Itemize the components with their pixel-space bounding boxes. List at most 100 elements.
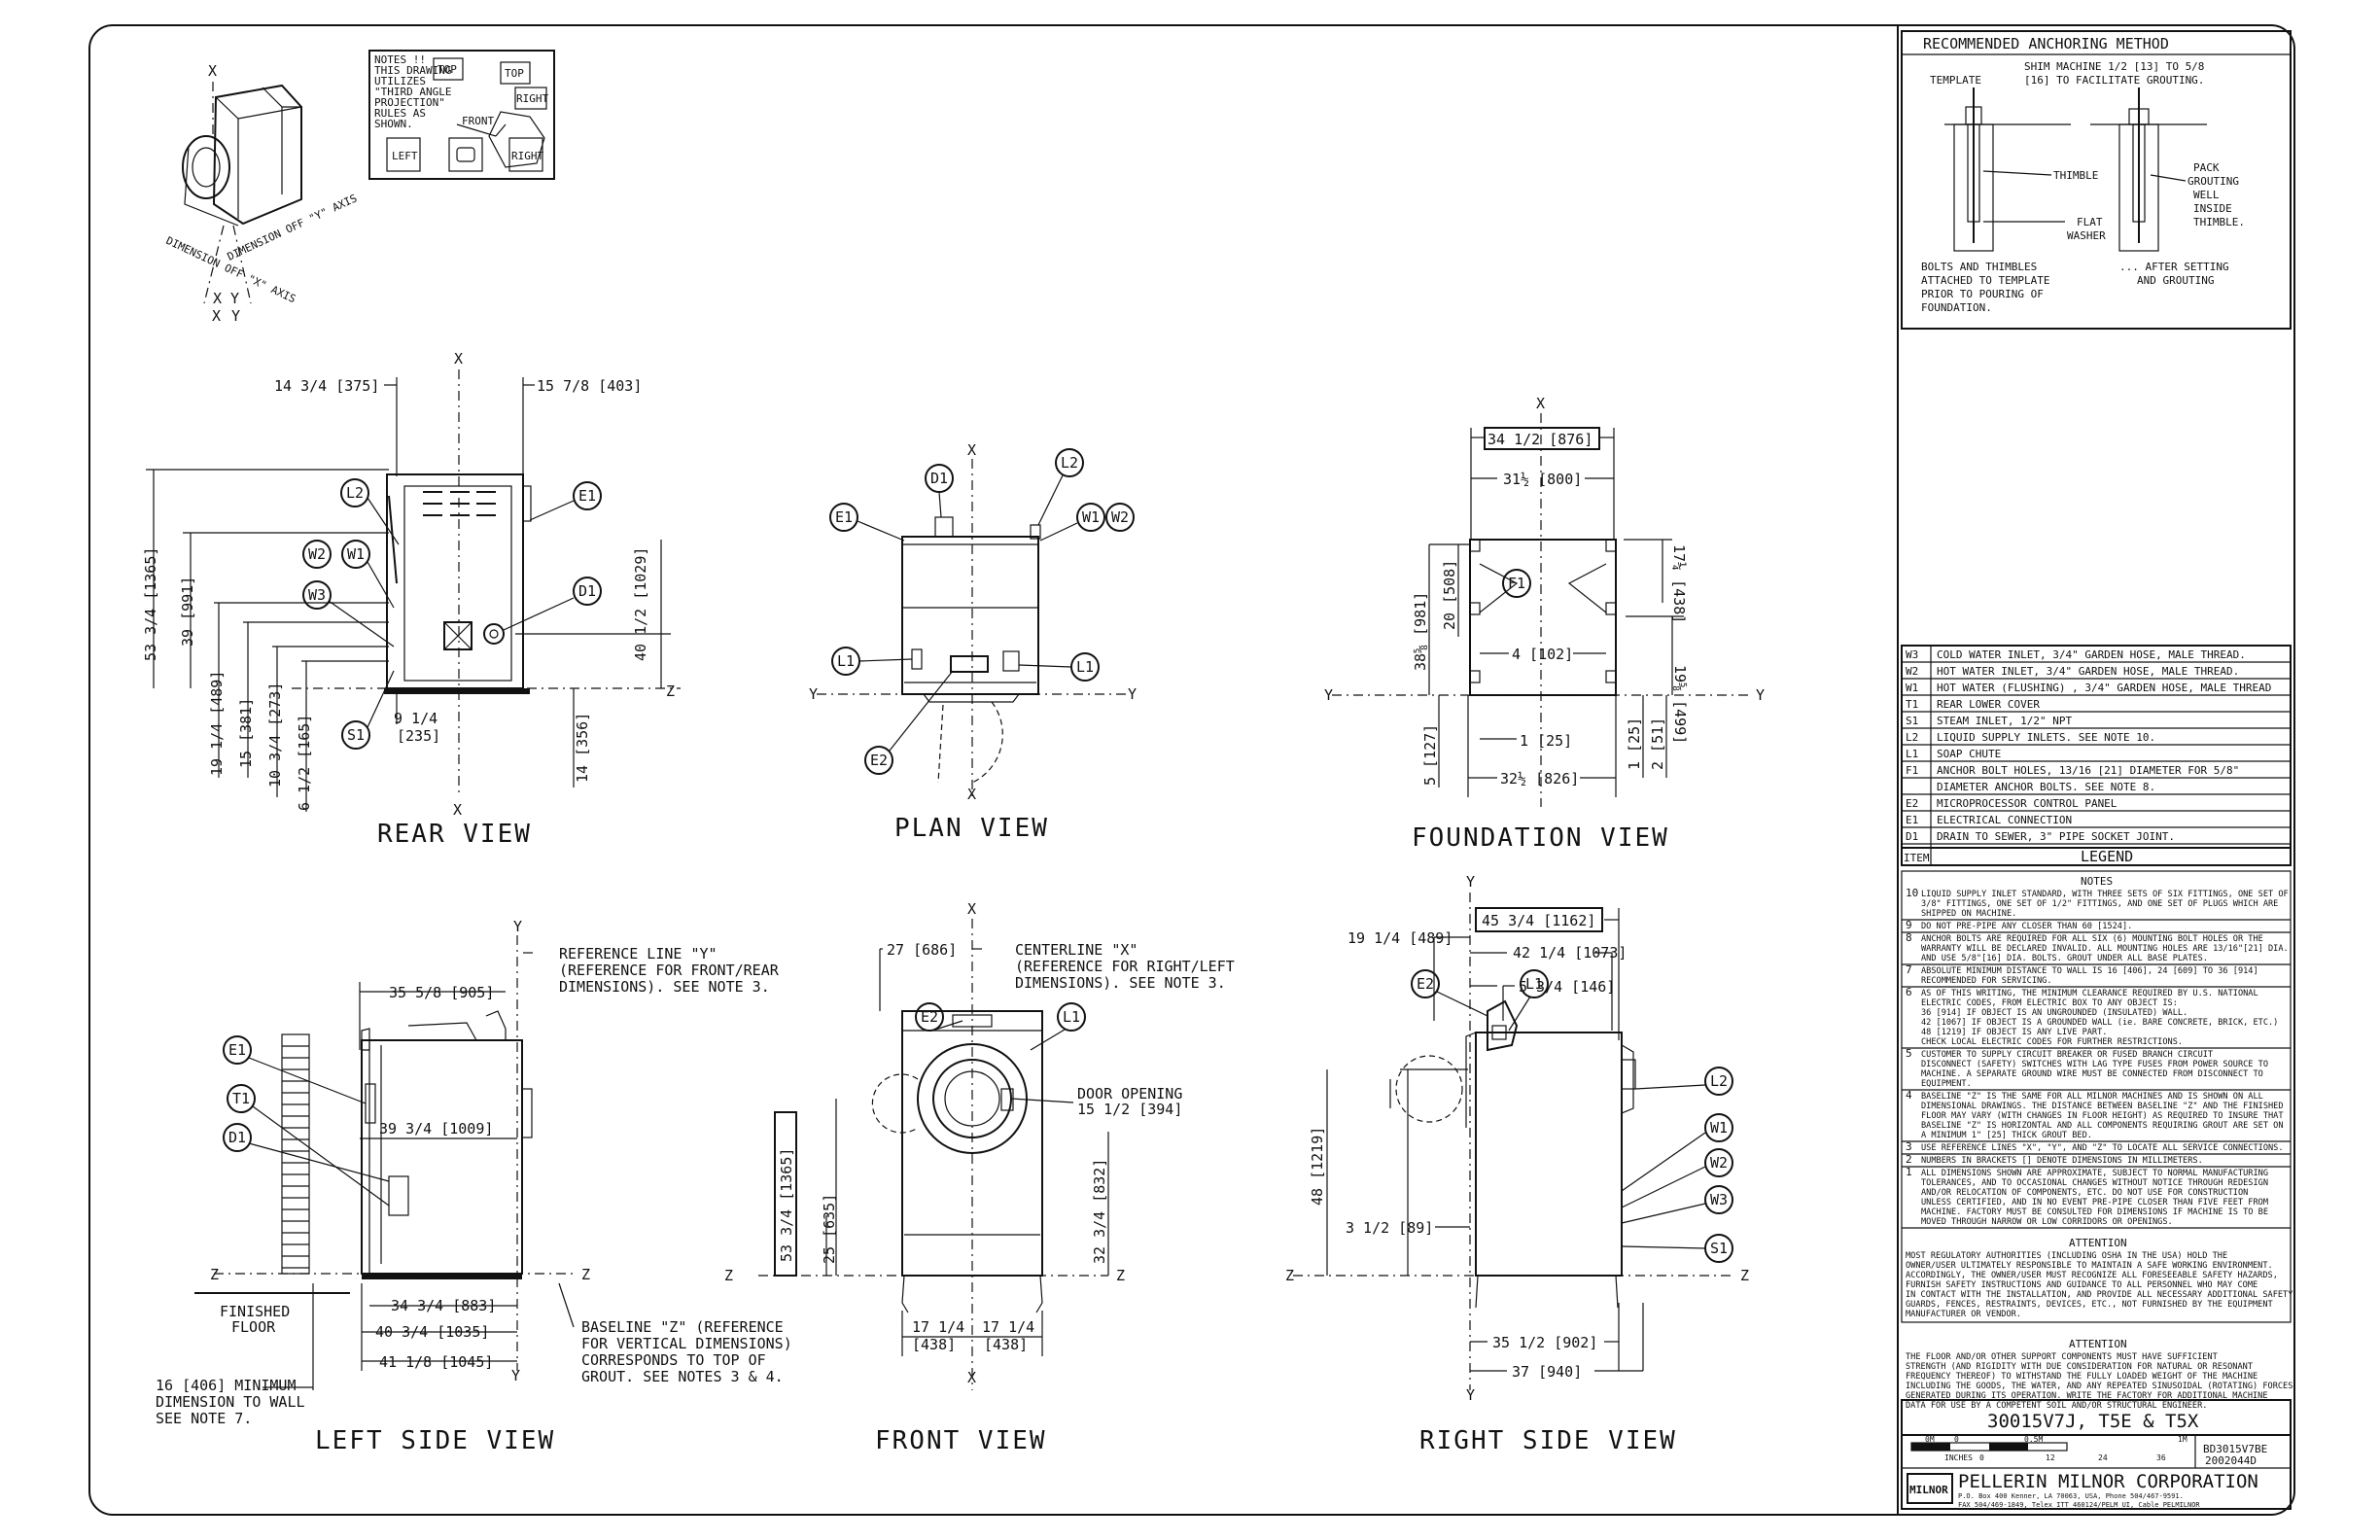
svg-text:X: X [453,801,462,819]
baseline-z-note: BASELINE "Z" (REFERENCE [581,1318,784,1336]
note-line: 3/8" FITTINGS, ONE SET OF 1/2" FITTINGS,… [1921,899,2278,909]
svg-text:Y: Y [1756,686,1765,704]
svg-text:14 3/4 [375]: 14 3/4 [375] [274,377,379,395]
svg-text:38⅝ [981]: 38⅝ [981] [1412,592,1429,671]
svg-text:1M: 1M [2178,1435,2188,1444]
svg-text:X: X [212,307,221,325]
svg-text:SHIM MACHINE 1/2 [13] TO 5/8: SHIM MACHINE 1/2 [13] TO 5/8 [2024,60,2204,73]
left-side-view: Y REFERENCE LINE "Y"(REFERENCE FOR FRONT… [156,918,792,1455]
note-number: 1 [1906,1166,1912,1178]
note-line: AND USE 5/8"[16] DIA. BOLTS. GROUT UNDER… [1921,954,2208,963]
attention-line: MOST REGULATORY AUTHORITIES (INCLUDING O… [1906,1251,2227,1261]
svg-text:1 [25]: 1 [25] [1520,732,1572,750]
attention-line: STRENGTH (AND RIGIDITY WITH DUE CONSIDER… [1906,1362,2253,1372]
legend-code: W1 [1906,682,1918,694]
svg-text:X: X [967,1369,976,1386]
svg-text:ATTENTION: ATTENTION [2069,1237,2127,1249]
svg-text:Y: Y [511,1367,520,1384]
note-line: FLOOR MAY VARY (WITH CHANGES IN FLOOR HE… [1921,1111,2284,1121]
svg-text:L2: L2 [346,484,364,502]
svg-text:W1: W1 [1082,508,1100,526]
anchoring-detail: RECOMMENDED ANCHORING METHOD TEMPLATE SH… [1901,30,2292,330]
svg-text:3 1/2 [89]: 3 1/2 [89] [1346,1219,1433,1237]
foundation-view: X 34 1/2 [876] 31½ [800] 17¼ [438] 38⅝ [… [1324,395,1765,853]
legend-desc: HOT WATER (FLUSHING) , 3/4" GARDEN HOSE,… [1937,682,2271,694]
svg-text:Z: Z [210,1266,219,1283]
svg-text:WASHER: WASHER [2067,229,2106,242]
svg-text:32 3/4 [832]: 32 3/4 [832] [1091,1159,1108,1264]
svg-text:RIGHT: RIGHT [511,150,543,162]
note-line: DO NOT PRE-PIPE ANY CLOSER THAN 60 [1524… [1921,922,2132,931]
attention-line: INCLUDING THE GOODS, THE WATER, AND ANY … [1906,1382,2292,1391]
legend-desc: COLD WATER INLET, 3/4" GARDEN HOSE, MALE… [1937,648,2246,661]
svg-text:Y: Y [1128,685,1137,703]
note-number: 10 [1906,887,1918,899]
svg-text:Z: Z [1285,1267,1294,1284]
right-side-view: Y 45 3/4 [1162] 19 1/4 [489] 42 1/4 [107… [1285,873,1749,1455]
centerline-x-note: CENTERLINE "X" [1015,941,1138,959]
note-line: 36 [914] IF OBJECT IS AN UNGROUNDED (INS… [1921,1008,2188,1018]
note-number: 5 [1906,1047,1912,1060]
svg-text:[16] TO FACILITATE GROUTING.: [16] TO FACILITATE GROUTING. [2024,74,2204,87]
svg-text:TEMPLATE: TEMPLATE [1930,74,1981,87]
svg-text:25 [635]: 25 [635] [821,1194,838,1264]
svg-text:W1: W1 [347,545,365,563]
svg-text:Y: Y [1466,873,1475,891]
svg-text:W3: W3 [308,586,326,604]
note-line: EQUIPMENT. [1921,1079,1972,1089]
svg-text:9 1/4: 9 1/4 [394,710,438,727]
svg-text:15 7/8 [403]: 15 7/8 [403] [537,377,642,395]
svg-text:E2: E2 [1417,975,1434,993]
svg-text:FRONT VIEW: FRONT VIEW [875,1426,1047,1455]
svg-text:BD3015V7BE: BD3015V7BE [2203,1443,2267,1455]
note-line: USE REFERENCE LINES "X", "Y", AND "Z" TO… [1921,1143,2284,1153]
reference-y-note: REFERENCE LINE "Y" [559,945,718,962]
svg-text:E1: E1 [578,487,596,505]
svg-text:40 3/4 [1035]: 40 3/4 [1035] [375,1323,489,1341]
svg-text:SEE NOTE 7.: SEE NOTE 7. [156,1410,252,1427]
svg-text:14 [356]: 14 [356] [574,713,591,783]
svg-text:LEFT SIDE VIEW: LEFT SIDE VIEW [315,1426,555,1455]
svg-text:FRONT: FRONT [462,115,494,127]
legend-code: E2 [1906,797,1918,810]
svg-text:34 3/4 [883]: 34 3/4 [883] [391,1297,496,1314]
svg-text:ITEM: ITEM [1904,852,1930,864]
svg-text:X: X [213,290,222,307]
svg-text:17¼ [438]: 17¼ [438] [1670,544,1688,623]
svg-text:41 1/8 [1045]: 41 1/8 [1045] [379,1353,493,1371]
legend-desc: MICROPROCESSOR CONTROL PANEL [1937,797,2118,810]
svg-text:Y: Y [809,685,818,703]
svg-text:L2: L2 [1710,1072,1728,1090]
svg-text:... AFTER SETTING: ... AFTER SETTING [2119,261,2229,273]
svg-text:LEGEND: LEGEND [2081,848,2133,865]
front-view: X 27 [686] CENTERLINE "X"(REFERENCE FOR … [724,900,1235,1455]
svg-text:INSIDE: INSIDE [2193,202,2232,215]
svg-text:53 3/4 [1365]: 53 3/4 [1365] [142,547,159,661]
svg-text:FLAT: FLAT [2077,216,2103,228]
svg-text:W2: W2 [1710,1154,1728,1172]
projection-note-line: SHOWN. [374,118,413,130]
legend-desc: STEAM INLET, 1/2" NPT [1937,715,2072,727]
attention-line: THE FLOOR AND/OR OTHER SUPPORT COMPONENT… [1906,1352,2218,1362]
isometric-sketch: X DIMENSION OFF "X" AXIS DIMENSION OFF "… [164,62,360,325]
svg-text:MILNOR: MILNOR [1909,1484,1948,1496]
centerline-x-note: (REFERENCE FOR RIGHT/LEFT [1015,958,1235,975]
svg-text:NOTES: NOTES [2081,875,2113,888]
note-line: ELECTRIC CODES, FROM ELECTRIC BOX TO ANY… [1921,998,2178,1008]
note-line: BASELINE "Z" IS HORIZONTAL AND ALL COMPO… [1921,1121,2284,1131]
svg-text:37 [940]: 37 [940] [1512,1363,1582,1381]
svg-text:Z: Z [724,1267,733,1284]
note-line: NUMBERS IN BRACKETS [] DENOTE DIMENSIONS… [1921,1156,2203,1166]
attention-line: FURNISH SAFETY INSTRUCTIONS AND GUIDANCE… [1906,1280,2258,1290]
svg-text:FOUNDATION.: FOUNDATION. [1921,301,1992,314]
note-line: TOLERANCES, AND TO OCCASIONAL CHANGES WI… [1921,1178,2268,1188]
svg-text:LEFT: LEFT [392,150,418,162]
svg-text:DIMENSION TO WALL: DIMENSION TO WALL [156,1393,305,1411]
svg-text:36: 36 [2156,1453,2166,1462]
note-number: 2 [1906,1153,1912,1166]
svg-text:TOP: TOP [505,67,524,80]
svg-text:W3: W3 [1710,1191,1728,1208]
note-line: BASELINE "Z" IS THE SAME FOR ALL MILNOR … [1921,1092,2263,1102]
svg-text:REAR VIEW: REAR VIEW [377,820,532,849]
